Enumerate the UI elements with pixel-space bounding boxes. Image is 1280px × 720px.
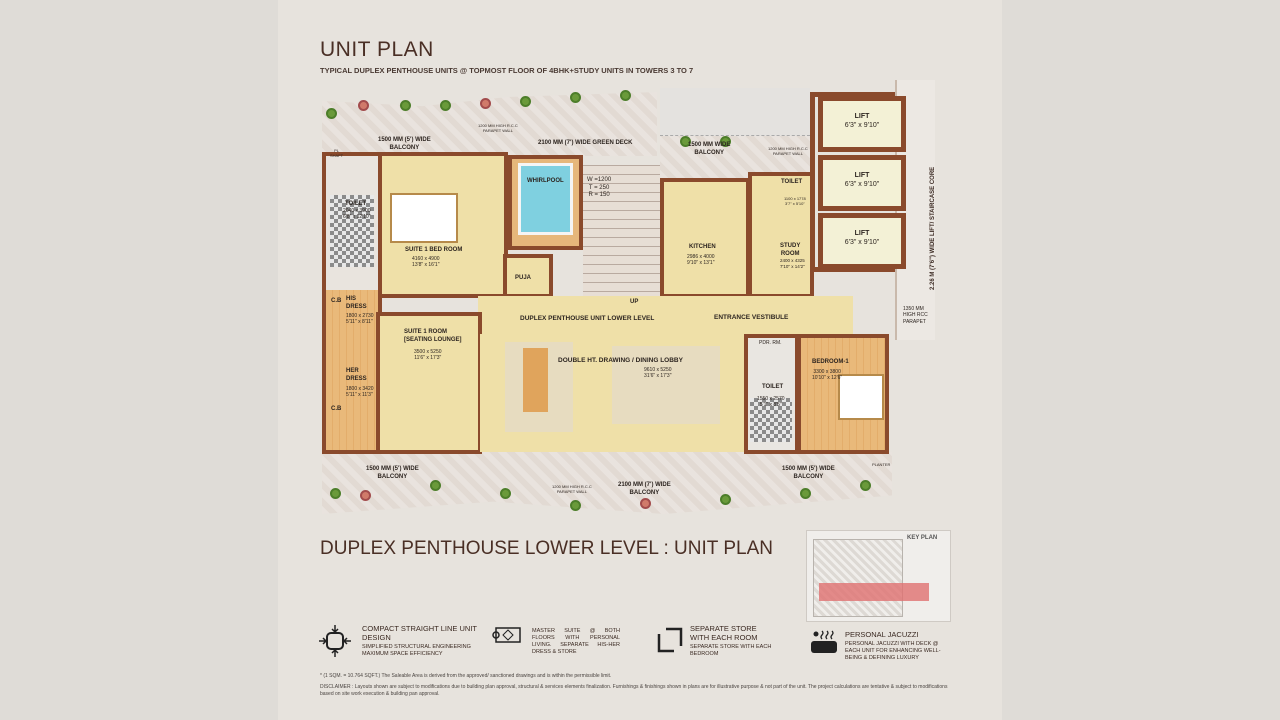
store-icon (657, 627, 683, 653)
parapet-label: 1350 MM HIGH RCC PARAPET (903, 306, 928, 325)
plant (360, 490, 371, 501)
highlighted-towers (819, 583, 929, 601)
whirlpool (518, 163, 573, 235)
cb-label: C.B (331, 406, 342, 412)
toilet-dims: 2040 x 3900 6'8" x 12'10" (343, 208, 371, 221)
key-plan: KEY PLAN (806, 530, 951, 622)
plant (480, 98, 491, 109)
plant (720, 136, 731, 147)
parapet-label: 1200 MM HIGH R.C.C PARAPET WALL (478, 123, 518, 133)
her-dress-label: HER DRESS (346, 368, 367, 382)
his-dress-label: HIS DRESS (346, 296, 367, 310)
plant (520, 96, 531, 107)
kitchen-dims: 2986 x 4000 9'10" x 13'1" (687, 254, 715, 267)
stair-spec: W =1200 T = 250 R = 150 (587, 177, 612, 198)
toilet-floor (330, 195, 374, 267)
compact-arrows-icon (319, 625, 351, 657)
planter-label: PLANTER (872, 462, 891, 467)
page-subtitle: TYPICAL DUPLEX PENTHOUSE UNITS @ TOPMOST… (320, 66, 694, 75)
plant (570, 500, 581, 511)
plant (400, 100, 411, 111)
kitchen-label: KITCHEN (689, 244, 716, 250)
whirlpool-label: WHIRLPOOL (527, 178, 564, 184)
plant (720, 494, 731, 505)
drawing-label: DOUBLE HT. DRAWING / DINING LOBBY (558, 357, 683, 364)
toilet-label: TOILET (781, 179, 803, 185)
balcony-label: 1500 MM (5') WIDE BALCONY (366, 466, 419, 480)
study-dims: 2400 x 4325 7'10" x 14'2" (780, 258, 805, 269)
bedroom-1-dims: 3300 x 3800 10'10" x 12'6" (812, 369, 843, 382)
plant (500, 488, 511, 499)
jacuzzi-icon (811, 630, 837, 653)
plant (800, 488, 811, 499)
pl-shaft-label: PL SHAFT (330, 148, 344, 158)
open-terrace (660, 88, 810, 136)
plant (330, 488, 341, 499)
drawing-dims: 9610 x 5250 31'6" x 17'3" (644, 367, 672, 380)
suite-room-dims: 3500 x 5250 11'6" x 17'3" (414, 349, 442, 362)
toilet-dims: 1100 x 1778 3'7" x 5'10" (784, 196, 806, 206)
lower-level-label: DUPLEX PENTHOUSE UNIT LOWER LEVEL (520, 315, 655, 322)
disclaimer: DISCLAIMER : Layouts shown are subject t… (320, 684, 948, 697)
toilet-label: TOILET (762, 384, 784, 390)
site-layout (813, 539, 903, 617)
vestibule-label: ENTRANCE VESTIBULE (714, 314, 789, 321)
cb-label: C.B (331, 298, 342, 304)
her-dress-dims: 1800 x 3420 5'11" x 11'3" (346, 386, 374, 399)
suite-bedroom-dims: 4160 x 4900 13'8" x 16'1" (412, 256, 440, 269)
his-dress-dims: 1800 x 2730 5'11" x 8'11" (346, 313, 374, 326)
plant (326, 108, 337, 119)
plant (680, 136, 691, 147)
page-title: UNIT PLAN (320, 38, 434, 61)
up-label: UP (630, 299, 639, 305)
footnote: * (1 SQM. = 10.764 SQFT.) The Saleable A… (320, 673, 612, 679)
plant (440, 100, 451, 111)
toilet-label: TOILET (345, 201, 367, 207)
balcony-label: 1500 MM (5') WIDE BALCONY (782, 466, 835, 480)
kitchen (660, 178, 750, 298)
dress-rooms (326, 290, 378, 450)
lower-level-corridor (478, 296, 853, 336)
core-label: 2.26 M (7'6") WIDE LIFT/ STAIRCASE CORE (930, 166, 936, 290)
bed (390, 193, 458, 243)
toilet-floor (750, 398, 792, 442)
bedroom-1-label: BEDROOM-1 (812, 359, 849, 365)
parapet-label: 1200 MM HIGH R.C.C PARAPET WALL (768, 146, 808, 156)
balcony-label: 2100 MM (7') WIDE BALCONY (618, 482, 671, 496)
parapet-label: 1200 MM HIGH R.C.C PARAPET WALL (552, 484, 592, 494)
dining-table (523, 348, 548, 412)
study-label: STUDY ROOM (780, 243, 801, 257)
rug-icon (492, 627, 521, 643)
plant (620, 90, 631, 101)
green-deck-label: 2100 MM (7') WIDE GREEN DECK (538, 140, 633, 146)
balcony-label: 1500 MM WIDE BALCONY (688, 142, 731, 156)
balcony-label: 1500 MM (5') WIDE BALCONY (378, 137, 431, 151)
key-plan-label: KEY PLAN (907, 535, 938, 541)
bed (838, 374, 884, 420)
plan-title: DUPLEX PENTHOUSE LOWER LEVEL : UNIT PLAN (320, 538, 773, 559)
pdr-label: PDR. RM. (759, 340, 782, 346)
plant (570, 92, 581, 103)
puja-label: PUJA (515, 275, 532, 281)
staircase (583, 165, 660, 300)
plant (358, 100, 369, 111)
plant (860, 480, 871, 491)
study-room (748, 172, 814, 298)
plant (430, 480, 441, 491)
plant (640, 498, 651, 509)
suite-bedroom-label: SUITE 1 BED ROOM (405, 247, 463, 253)
suite-room-label: SUITE 1 ROOM [SEATING LOUNGE] (404, 329, 462, 343)
drawing-rug (612, 346, 720, 424)
toilet-dims: 1550 x 2570 5'1" x 8'5" (757, 396, 785, 409)
